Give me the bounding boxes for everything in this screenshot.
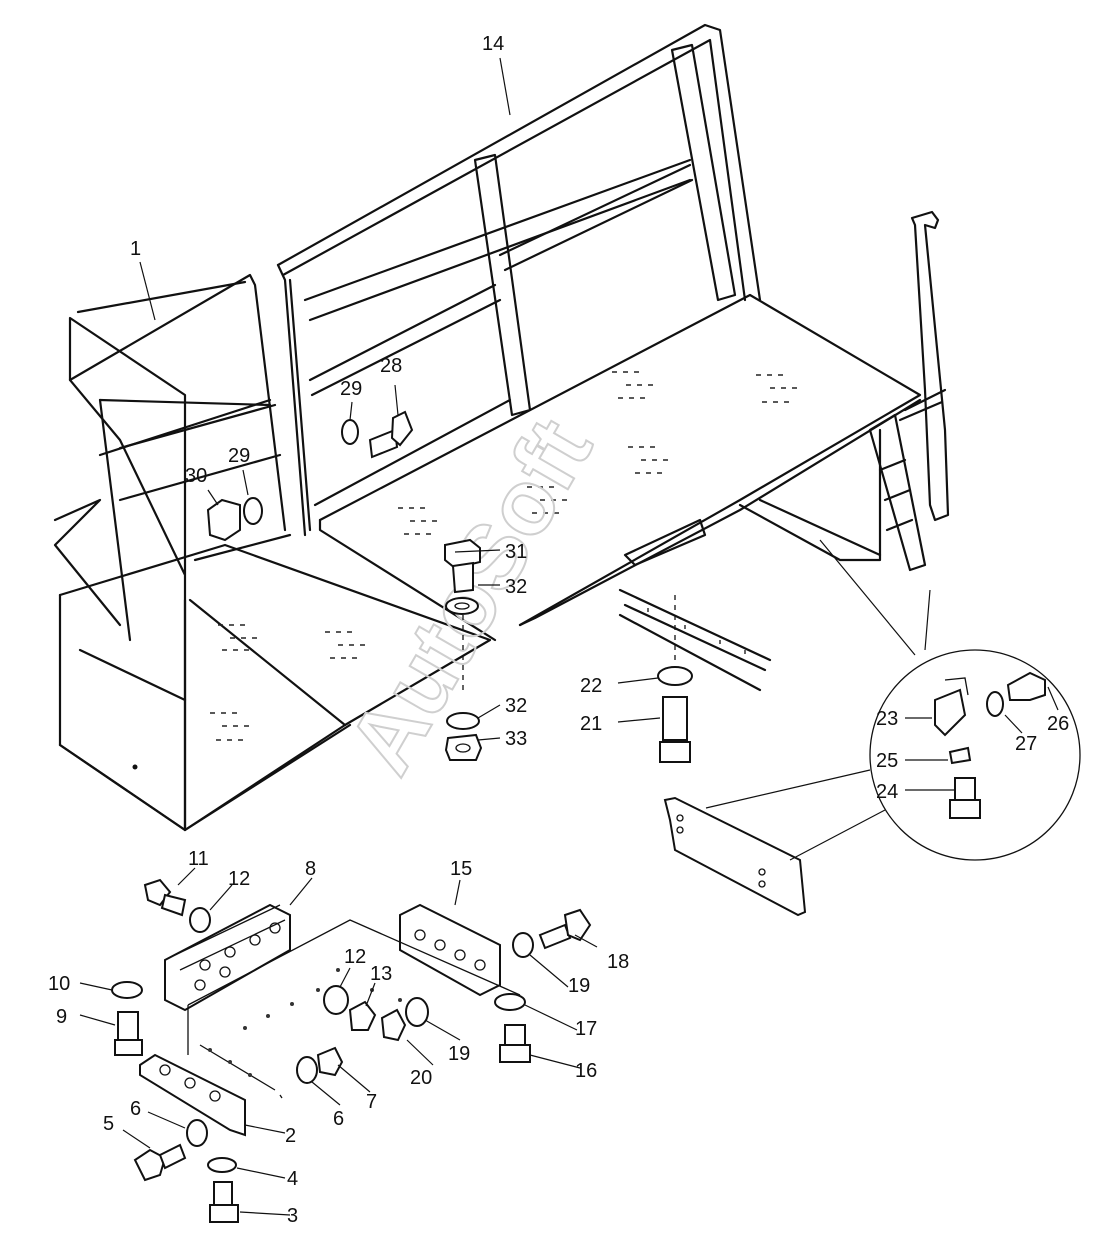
callout-33: 33 [505,728,527,750]
callout-1: 1 [130,238,141,260]
callout-31: 31 [505,541,527,563]
callout-19a: 19 [568,975,590,997]
callout-8: 8 [305,858,316,880]
callout-14: 14 [482,33,504,55]
callout-12a: 12 [228,868,250,890]
callout-32b: 32 [505,695,527,717]
callout-17: 17 [575,1018,597,1040]
callout-11: 11 [188,848,209,870]
lower-fasteners [111,878,592,1223]
callout-28: 28 [380,355,402,377]
hardware-center [444,538,483,761]
callout-6a: 6 [333,1108,344,1130]
callout-2: 2 [285,1125,296,1147]
hardware-21-22 [657,595,693,763]
callout-29b: 29 [340,378,362,400]
callout-3: 3 [287,1205,298,1227]
callout-4: 4 [287,1168,298,1190]
callout-9: 9 [56,1006,67,1028]
callout-30: 30 [185,465,207,487]
callout-21: 21 [580,713,602,735]
callout-7: 7 [366,1091,377,1113]
callout-23: 23 [876,708,898,730]
callout-16: 16 [575,1060,597,1082]
callouts: 1 14 30 29 29 28 31 32 32 33 22 21 23 25… [48,33,1069,1227]
callout-26: 26 [1047,713,1069,735]
side-plate [663,769,886,917]
left-platform [53,273,492,832]
main-platform [276,23,950,692]
callout-25: 25 [876,750,898,772]
callout-22: 22 [580,675,602,697]
callout-12b: 12 [344,946,366,968]
callout-6b: 6 [130,1098,141,1120]
callout-18: 18 [607,951,629,973]
callout-19b: 19 [448,1043,470,1065]
callout-32a: 32 [505,576,527,598]
callout-24: 24 [876,781,898,803]
callout-27: 27 [1015,733,1037,755]
callout-15: 15 [450,858,472,880]
callout-13: 13 [370,963,392,985]
lower-brackets [139,903,521,1137]
callout-10: 10 [48,973,70,995]
callout-29a: 29 [228,445,250,467]
hardware-28-29-30 [206,410,414,542]
callout-5: 5 [103,1113,114,1135]
callout-20: 20 [410,1067,432,1089]
detail-circle [819,539,1081,861]
